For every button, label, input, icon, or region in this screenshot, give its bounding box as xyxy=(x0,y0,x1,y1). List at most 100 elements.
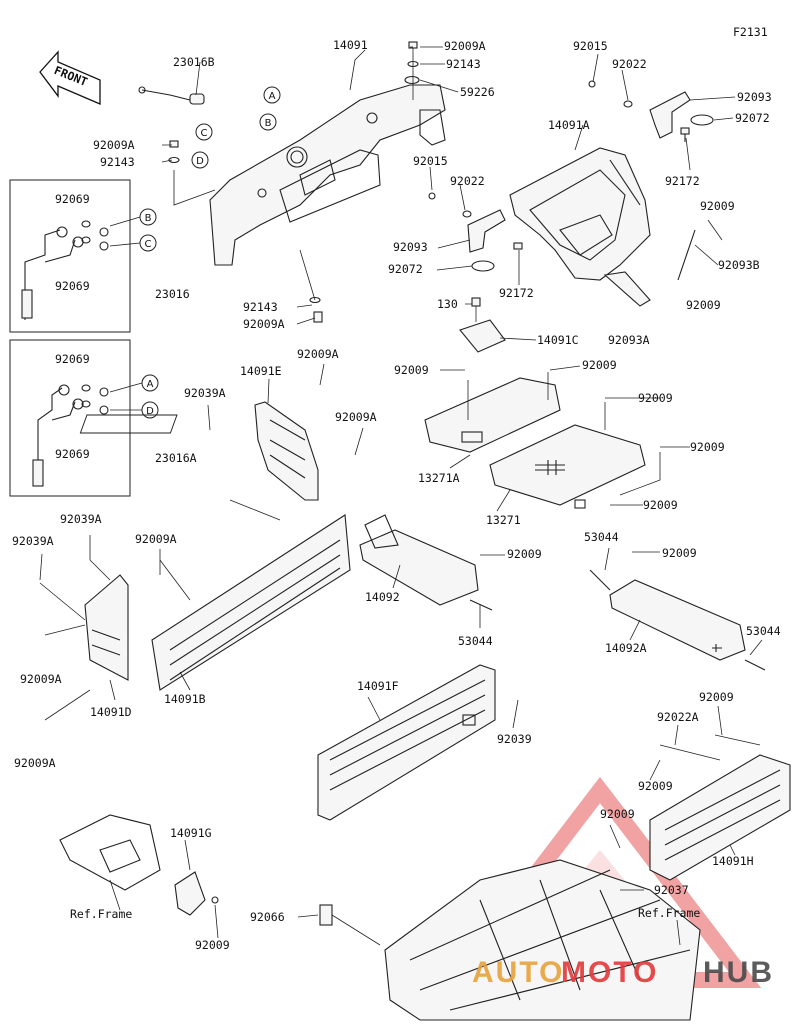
part-label: 92009 xyxy=(638,779,673,793)
part-label: 92069 xyxy=(55,279,90,293)
part-label: 92093 xyxy=(737,90,772,104)
part-label: 92009A xyxy=(243,317,285,331)
part-label: 92009A xyxy=(20,672,62,686)
part-label: 92015 xyxy=(573,39,608,53)
part-label: 92009 xyxy=(686,298,721,312)
part-label: 92009A xyxy=(135,532,177,546)
left-hardware xyxy=(168,140,323,323)
part-label: 92009 xyxy=(690,440,725,454)
part-label: 92015 xyxy=(413,154,448,168)
part-label: 23016B xyxy=(173,55,215,69)
part-label: 130 xyxy=(437,297,458,311)
part-label: 92093 xyxy=(393,240,428,254)
part-label: 92143 xyxy=(100,155,135,169)
part-label: 14091B xyxy=(164,692,206,706)
part-label: 14091 xyxy=(333,38,368,52)
inset-box-23016 xyxy=(9,179,131,333)
part-label: 13271A xyxy=(418,471,460,485)
callout-c-inset: C xyxy=(139,234,157,252)
svg-text:A: A xyxy=(147,379,154,390)
part-label: 14091H xyxy=(712,854,754,868)
bracket-92093-upper xyxy=(588,80,714,142)
side-bracket-14091e xyxy=(79,401,319,501)
watermark-hub: HUB xyxy=(703,956,774,989)
part-label: 14091C xyxy=(537,333,579,347)
svg-text:C: C xyxy=(145,239,152,250)
harness-23016 xyxy=(21,220,109,320)
part-label: 92009 xyxy=(582,358,617,372)
footrest-14092a xyxy=(589,569,766,671)
part-label: 92009 xyxy=(662,546,697,560)
front-arrow-shape xyxy=(39,50,101,105)
part-label: 92022 xyxy=(612,57,647,71)
part-label: Ref.Frame xyxy=(638,906,700,920)
part-label: 92093B xyxy=(718,258,760,272)
side-rail-14091b xyxy=(151,499,351,691)
part-label: 92009 xyxy=(600,807,635,821)
part-label: 92172 xyxy=(665,174,700,188)
dashboard-panel-14091 xyxy=(209,84,446,266)
chassis-frame xyxy=(319,859,701,1021)
part-label: 92069 xyxy=(55,352,90,366)
part-label: 92009 xyxy=(643,498,678,512)
svg-text:C: C xyxy=(201,128,208,139)
part-label: 92072 xyxy=(735,111,770,125)
part-label: 92069 xyxy=(55,192,90,206)
part-label: 92039A xyxy=(12,534,54,548)
floor-panel-13271a xyxy=(424,372,561,453)
side-rail-14091f xyxy=(317,664,496,821)
part-label: 92009A xyxy=(335,410,377,424)
part-label: 53044 xyxy=(584,530,619,544)
part-label: 92093A xyxy=(608,333,650,347)
floor-panel-13271 xyxy=(489,402,661,509)
part-label: 59226 xyxy=(460,85,495,99)
part-label: 14091G xyxy=(170,826,212,840)
svg-text:B: B xyxy=(145,213,152,224)
bolt-stack-top xyxy=(404,41,420,100)
inset-box-23016a xyxy=(9,339,131,497)
part-label: 92039A xyxy=(184,386,226,400)
part-label: 92009A xyxy=(14,756,56,770)
part-label: 92039A xyxy=(60,512,102,526)
part-label: 92009 xyxy=(699,690,734,704)
part-label: 14092A xyxy=(605,641,647,655)
part-label: 92009 xyxy=(394,363,429,377)
front-arrow: FRONT xyxy=(39,50,101,105)
part-label: 92072 xyxy=(388,262,423,276)
svg-text:A: A xyxy=(269,91,276,102)
part-labels: 14091 92009A 23016B 92143 59226 92015 92… xyxy=(12,38,781,952)
harness-23016a xyxy=(32,384,109,487)
part-label: 13271 xyxy=(486,513,521,527)
svg-text:B: B xyxy=(265,118,272,129)
part-label: 14091F xyxy=(357,679,399,693)
bracket-92093-middle xyxy=(428,192,523,272)
callout-d-upper: D xyxy=(191,151,209,169)
harness-23016b xyxy=(138,86,205,105)
side-rail-14091h xyxy=(649,734,791,881)
part-label: 53044 xyxy=(746,624,781,638)
part-label: 92069 xyxy=(55,447,90,461)
part-label: 14091E xyxy=(240,364,282,378)
callout-b-upper: B xyxy=(259,113,277,131)
part-label: 92037 xyxy=(654,883,689,897)
cover-14091c xyxy=(459,297,506,353)
part-label: 92066 xyxy=(250,910,285,924)
figure-code: F2131 xyxy=(733,25,768,39)
part-label: 23016A xyxy=(155,451,197,465)
callout-b-inset: B xyxy=(139,208,157,226)
label-leaders xyxy=(39,46,763,946)
part-label: 53044 xyxy=(458,634,493,648)
storage-tray-14091a xyxy=(509,147,651,281)
part-label: 92143 xyxy=(446,57,481,71)
part-label: 92009A xyxy=(93,138,135,152)
part-label: 92039 xyxy=(497,732,532,746)
part-label: 92009 xyxy=(195,938,230,952)
bracket-14091g xyxy=(59,814,219,916)
svg-text:D: D xyxy=(196,156,204,167)
part-label: 92009A xyxy=(444,39,486,53)
watermark-text: AUTO MOTO HUB xyxy=(472,956,774,989)
part-label: 92009 xyxy=(638,391,673,405)
side-plate-14091d xyxy=(39,559,129,721)
